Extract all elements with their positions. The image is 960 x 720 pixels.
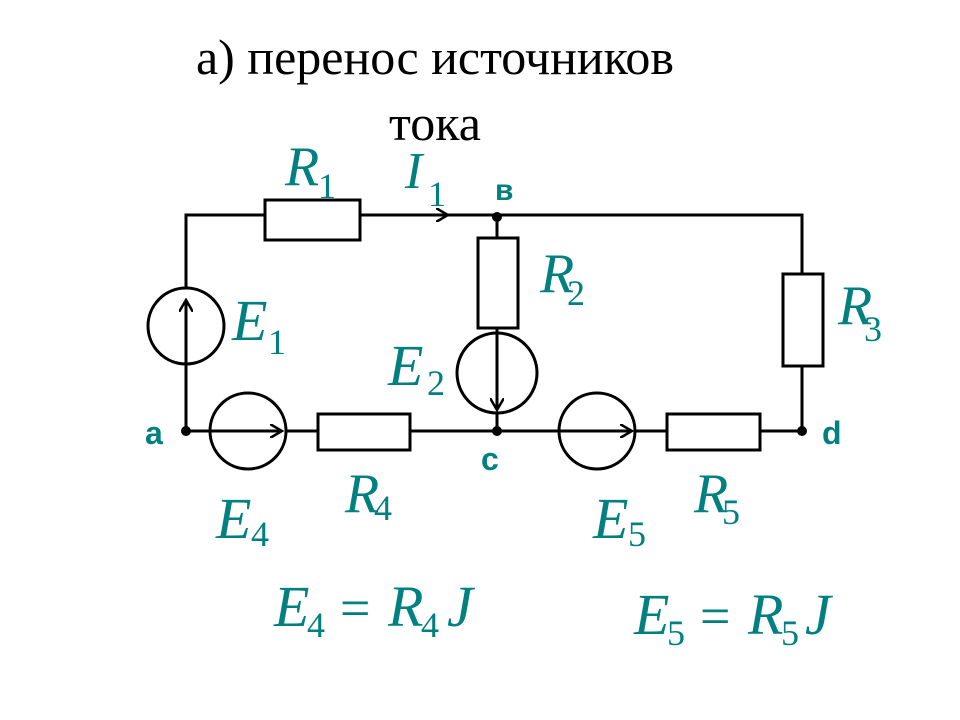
node-d-dot [797, 426, 807, 436]
eq4-r: R [387, 574, 423, 639]
resistor-r1 [263, 198, 362, 242]
node-b-dot [492, 212, 502, 222]
title-line-1: а) перенос источников [195, 29, 675, 85]
label-e1: E [231, 288, 267, 353]
eq4-e-sub: 4 [307, 605, 325, 645]
node-d-label: d [822, 415, 842, 451]
label-r2-sub: 2 [567, 273, 585, 313]
label-r5-sub: 5 [722, 492, 740, 532]
label-e2: E [387, 333, 423, 398]
eq5-r: R [747, 582, 783, 647]
label-r1-sub: 1 [318, 166, 336, 206]
wire-top-right [360, 213, 804, 274]
label-i1-sub: 1 [428, 174, 446, 214]
eq5-equals: = [700, 586, 730, 646]
node-a-label: a [145, 415, 163, 451]
node-c-label: c [481, 441, 499, 477]
label-r4-sub: 4 [374, 488, 392, 528]
eq5-r-sub: 5 [781, 613, 799, 653]
label-e4: E [215, 486, 251, 551]
label-e5: E [592, 486, 628, 551]
eq5-e-sub: 5 [667, 613, 685, 653]
eq4-equals: = [340, 578, 370, 638]
resistor-r4 [316, 412, 412, 452]
label-r5: R [693, 463, 728, 525]
label-r3-sub: 3 [864, 309, 882, 349]
eq4-e: E [273, 574, 309, 639]
eq5-e: E [633, 582, 669, 647]
node-a-dot [181, 426, 191, 436]
equation-e4: E 4 = R 4 J [273, 574, 476, 645]
label-r2: R [539, 243, 574, 305]
label-r4: R [344, 463, 379, 525]
equation-e5: E 5 = R 5 J [633, 582, 834, 653]
eq4-r-sub: 4 [421, 605, 439, 645]
label-r1: R [284, 136, 319, 198]
resistor-r3 [781, 272, 825, 368]
label-e1-sub: 1 [268, 322, 286, 362]
label-e2-sub: 2 [427, 363, 445, 403]
node-b-label: в [495, 174, 513, 207]
label-r3: R [837, 275, 872, 337]
title-line-2-text: тока [389, 95, 481, 151]
eq5-j: J [805, 582, 834, 647]
label-i1: I [404, 143, 425, 200]
eq4-j: J [447, 574, 476, 639]
resistor-r5 [665, 412, 762, 452]
label-e4-sub: 4 [251, 514, 269, 554]
title-line-2: тока [0, 98, 870, 148]
resistor-r2 [476, 236, 520, 330]
label-e5-sub: 5 [628, 514, 646, 554]
node-c-dot [492, 426, 502, 436]
